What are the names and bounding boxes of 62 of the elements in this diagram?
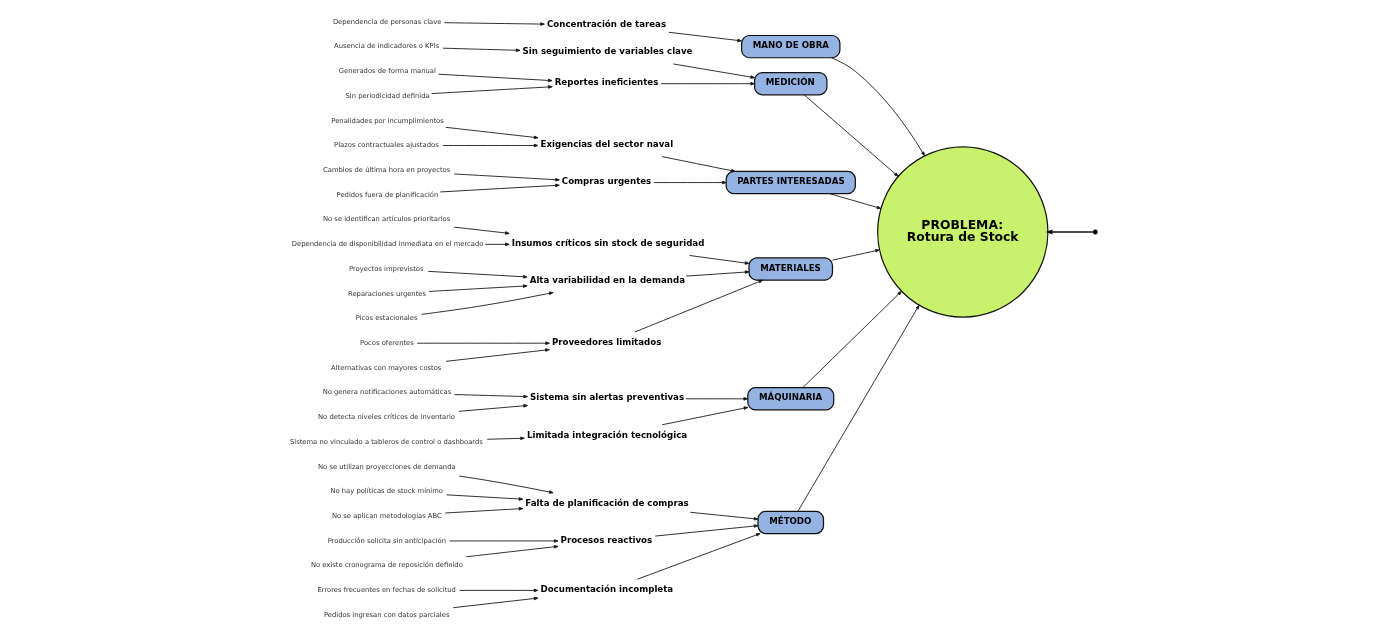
arrow <box>465 545 559 558</box>
arrow <box>685 397 749 401</box>
arrow <box>445 126 539 140</box>
arrow <box>660 81 755 86</box>
arrow <box>445 348 550 362</box>
arrow <box>443 22 545 26</box>
arrow <box>442 47 521 52</box>
arrow <box>484 242 510 247</box>
node-text: Proveedores limitados <box>551 336 662 347</box>
arrow <box>653 180 727 185</box>
arrow <box>453 226 510 235</box>
arrow <box>636 533 761 580</box>
node-text: Exigencias del sector naval <box>540 139 674 150</box>
arrow <box>431 85 553 94</box>
arrow <box>444 507 524 514</box>
node-text: Procesos reactivos <box>560 534 653 545</box>
arrow <box>685 270 750 277</box>
node-text: Documentación incompleta <box>540 584 674 595</box>
node-box: MANO DE OBRA <box>741 34 841 59</box>
arrow <box>634 279 764 333</box>
node-box: MATERIALES <box>748 257 834 281</box>
node-text: Insumos críticos sin stock de seguridad <box>511 238 705 249</box>
node-text: Limitada integración tecnológica <box>526 429 688 440</box>
arrow <box>668 31 742 43</box>
arrow <box>442 143 539 148</box>
node-text: Sistema sin alertas preventivas <box>530 392 685 403</box>
arrow <box>672 63 755 79</box>
node-box: MEDICIÓN <box>754 71 828 96</box>
arrow <box>428 284 528 292</box>
arrow <box>458 404 528 412</box>
arrow <box>446 494 524 501</box>
arrow <box>661 406 749 426</box>
arrow <box>449 539 559 543</box>
arrow <box>654 524 759 537</box>
node-box: MÁQUINARIA <box>747 387 835 411</box>
arrow <box>416 341 550 345</box>
arrow <box>831 57 926 157</box>
arrow <box>832 249 880 261</box>
arrow <box>458 475 554 494</box>
arrow <box>689 255 750 265</box>
node-text: Alta variabilidad en la demanda <box>529 275 685 286</box>
arrow <box>803 94 899 177</box>
node-text: Concentración de tareas <box>546 18 667 29</box>
node-text: Reportes ineficientes <box>554 77 659 88</box>
arrow <box>454 394 528 399</box>
arrow <box>439 183 560 193</box>
arrow <box>486 436 525 441</box>
arrow <box>689 511 759 521</box>
arrow <box>1045 229 1094 235</box>
arrow <box>453 173 560 182</box>
arrow <box>797 304 920 512</box>
node-text: Sin seguimiento de variables clave <box>522 46 693 57</box>
arrow <box>829 193 882 210</box>
node-text: Compras urgentes <box>561 176 652 187</box>
arrow <box>421 291 554 315</box>
arrow <box>459 588 539 593</box>
arrow <box>452 596 539 609</box>
arrow <box>438 73 553 83</box>
node-text: Falta de planificación de compras <box>525 497 689 508</box>
arrow <box>661 156 736 173</box>
arrow <box>427 270 528 279</box>
arrow <box>802 290 902 389</box>
